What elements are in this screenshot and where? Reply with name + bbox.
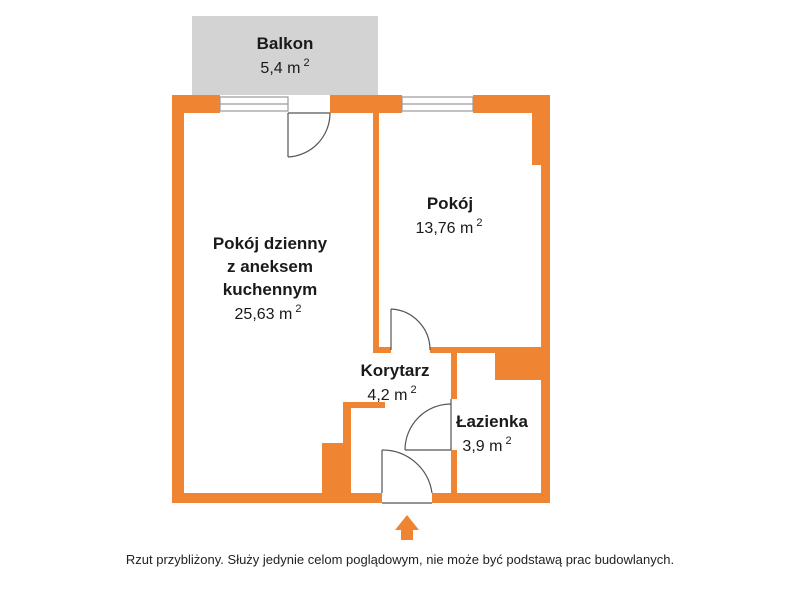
balcony-area <box>192 16 378 95</box>
door-swing-icon <box>404 399 452 451</box>
corridor-label: Korytarz <box>361 361 430 380</box>
door-swing-icon <box>287 112 331 158</box>
bathroom-label: Łazienka <box>456 412 528 431</box>
entrance-arrow-icon <box>395 515 419 540</box>
living-label-line-3: kuchennym <box>223 280 317 299</box>
door-swing-icon <box>381 449 433 504</box>
bedroom-label: Pokój <box>427 194 473 213</box>
window-icon <box>219 96 289 112</box>
living-label-line-2: z aneksem <box>227 257 313 276</box>
balcony-label: Balkon <box>257 34 314 53</box>
window-icon <box>401 96 474 112</box>
disclaimer-text: Rzut przybliżony. Służy jedynie celom po… <box>125 552 675 567</box>
living-label-line-1: Pokój dzienny <box>213 234 328 253</box>
walls <box>172 95 550 503</box>
door-swing-icon <box>390 308 431 351</box>
